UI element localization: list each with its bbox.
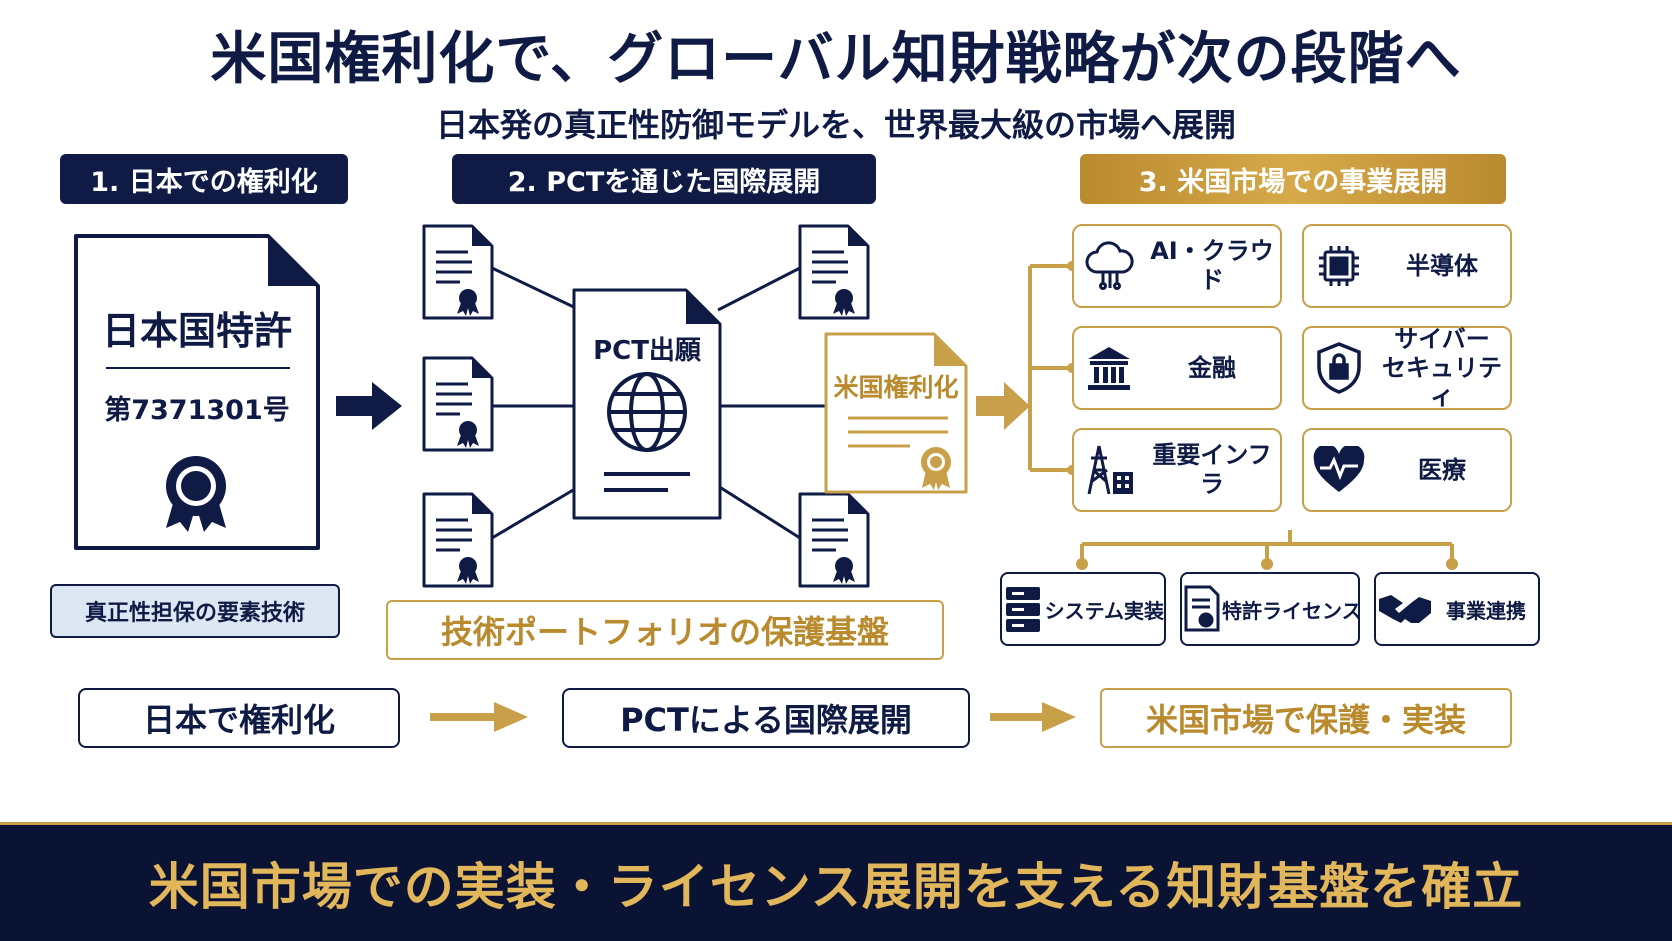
app-patent-license: 特許ライセンス: [1180, 572, 1362, 646]
sector-connector: [1028, 264, 1072, 472]
sector-finance: 金融: [1072, 326, 1282, 410]
server-icon: [1002, 585, 1045, 633]
small-document-icon: [422, 492, 494, 588]
step-1-header: 1. 日本での権利化: [60, 154, 348, 204]
pct-connector-lines: [491, 266, 826, 540]
heart-pulse-icon: [1304, 446, 1374, 494]
seal-icon: [166, 456, 226, 532]
app-label: 事業連携: [1446, 598, 1526, 623]
flow-step-us: 米国市場で保護・実装: [1100, 688, 1512, 748]
gold-seal-icon: [921, 447, 951, 490]
sector-label: 半導体: [1406, 251, 1478, 280]
sector-semiconductor: 半導体: [1302, 224, 1512, 308]
arrow-right-icon: [336, 382, 402, 430]
cloud-network-icon: [1074, 240, 1144, 292]
app-label: 特許ライセンス: [1222, 598, 1362, 623]
sector-cybersecurity: サイバー セキュリティ: [1302, 324, 1512, 411]
pct-label: PCT出願: [593, 336, 701, 366]
pct-document: [572, 288, 722, 520]
app-label: システム実装: [1044, 598, 1164, 623]
banner-text: 米国市場での実装・ライセンス展開を支える知財基盤を確立: [148, 858, 1524, 916]
sector-label: 重要インフラ: [1152, 441, 1272, 498]
jp-patent-title: 日本国特許: [101, 309, 292, 353]
power-tower-icon: [1074, 442, 1144, 498]
page-title: 米国権利化で、グローバル知財戦略が次の段階へ: [210, 27, 1462, 92]
certificate-icon: [1182, 584, 1222, 634]
application-connector: [1080, 530, 1454, 562]
flow-arrow-1-icon: [430, 702, 528, 732]
small-document-icon: [422, 224, 494, 320]
small-document-icon: [798, 492, 870, 588]
app-system-implementation: システム実装: [1000, 572, 1166, 646]
flow-step-japan: 日本で権利化: [78, 688, 400, 748]
flow-arrow-2-icon: [990, 702, 1076, 732]
page-subtitle: 日本発の真正性防御モデルを、世界最大級の市場へ展開: [435, 106, 1236, 144]
gold-arrow-right-icon: [976, 382, 1030, 430]
small-document-icon: [798, 224, 870, 320]
step-3-header: 3. 米国市場での事業展開: [1080, 154, 1506, 204]
handshake-icon: [1376, 589, 1434, 629]
sector-label: 金融: [1188, 353, 1236, 382]
app-business-partnership: 事業連携: [1374, 572, 1540, 646]
small-document-icon: [422, 356, 494, 452]
small-documents: [422, 224, 870, 588]
sector-label: AI・クラウド: [1150, 237, 1274, 294]
flow-step-pct: PCTによる国際展開: [562, 688, 970, 748]
shield-lock-icon: [1304, 341, 1374, 395]
sector-medical: 医療: [1302, 428, 1512, 512]
jp-patent-number: 第7371301号: [104, 395, 290, 426]
sector-label: サイバー セキュリティ: [1382, 324, 1502, 411]
element-tech-tag: 真正性担保の要素技術: [50, 584, 340, 638]
bank-icon: [1074, 343, 1144, 393]
sector-infrastructure: 重要インフラ: [1072, 428, 1282, 512]
sector-label: 医療: [1418, 455, 1466, 484]
sector-ai-cloud: AI・クラウド: [1072, 224, 1282, 308]
jp-patent-document: [74, 234, 320, 550]
globe-icon: [607, 372, 687, 452]
chip-icon: [1304, 242, 1374, 290]
us-patent-label: 米国権利化: [833, 373, 959, 402]
bottom-banner: 米国市場での実装・ライセンス展開を支える知財基盤を確立: [0, 822, 1672, 941]
portfolio-box: 技術ポートフォリオの保護基盤: [386, 600, 944, 660]
step-2-header: 2. PCTを通じた国際展開: [452, 154, 876, 204]
